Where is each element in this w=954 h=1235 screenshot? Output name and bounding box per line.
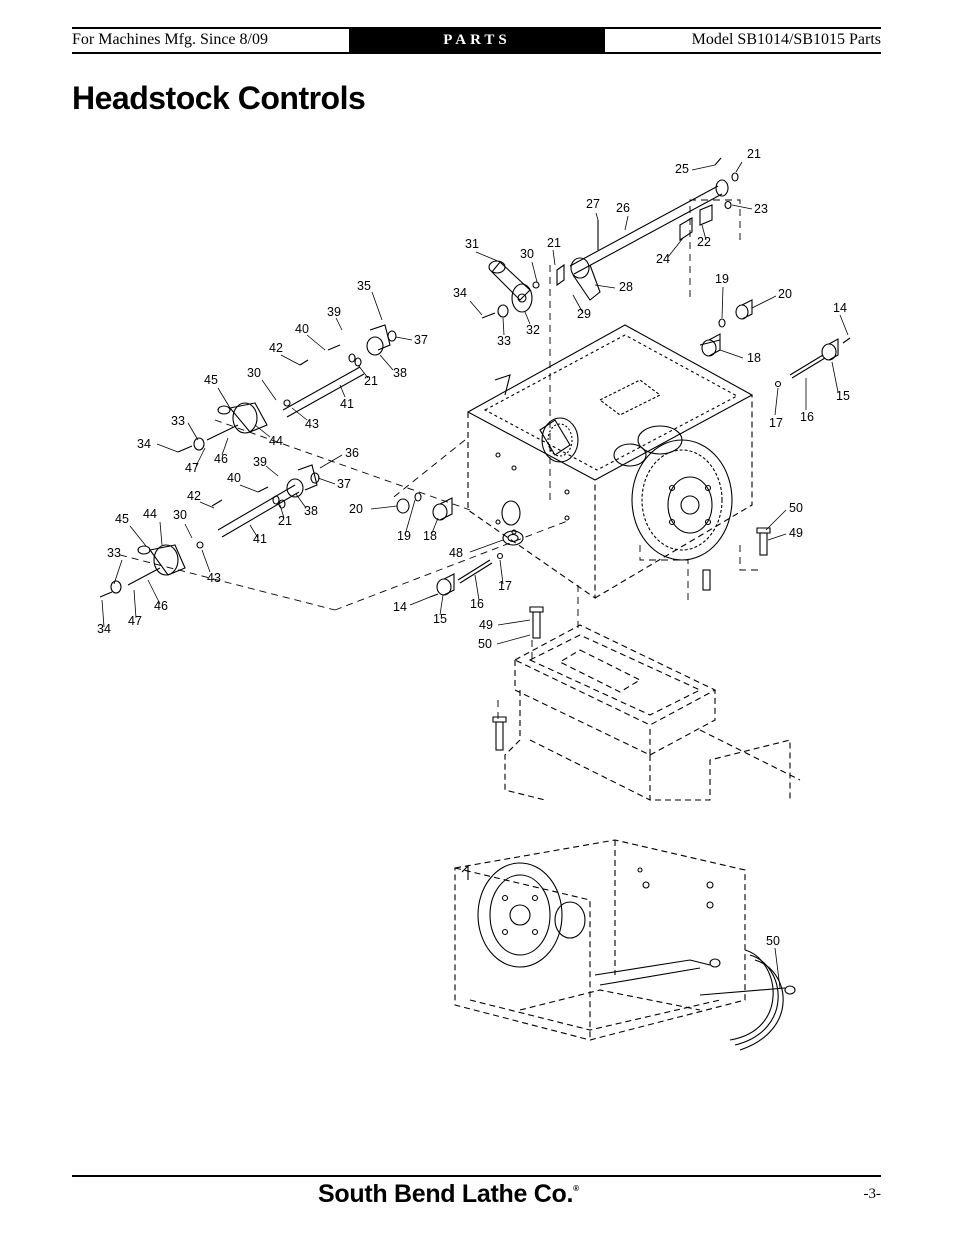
callout-22: 22 xyxy=(697,235,711,249)
callout-39a: 39 xyxy=(327,305,341,319)
callout-38a: 38 xyxy=(393,366,407,380)
callout-40a: 40 xyxy=(295,322,309,336)
callout-26: 26 xyxy=(616,201,630,215)
callout-19b: 19 xyxy=(397,529,411,543)
callout-42b: 42 xyxy=(187,489,201,503)
callout-17b: 17 xyxy=(498,579,512,593)
callout-16b: 16 xyxy=(470,597,484,611)
header-model: Model SB1014/SB1015 Parts xyxy=(691,31,881,48)
callout-42a: 42 xyxy=(269,341,283,355)
callout-labels: 21 25 23 27 26 22 31 21 30 24 19 28 34 2… xyxy=(97,147,850,948)
callout-29: 29 xyxy=(577,307,591,321)
callout-47a: 47 xyxy=(185,461,199,475)
brand-logo: South Bend Lathe Co.® xyxy=(318,1180,579,1209)
callout-14a: 14 xyxy=(833,301,847,315)
callout-32: 32 xyxy=(526,323,540,337)
callout-36: 36 xyxy=(345,446,359,460)
callout-50c: 50 xyxy=(766,934,780,948)
callout-15a: 15 xyxy=(836,389,850,403)
callout-24: 24 xyxy=(656,252,670,266)
callout-18b: 18 xyxy=(423,529,437,543)
callout-30b: 30 xyxy=(247,366,261,380)
right-bushing-assembly xyxy=(701,299,851,388)
callout-23: 23 xyxy=(754,202,768,216)
callout-44a: 44 xyxy=(269,434,283,448)
callout-34c: 34 xyxy=(97,622,111,636)
callout-21b: 21 xyxy=(547,236,561,250)
callout-35: 35 xyxy=(357,279,371,293)
callout-17a: 17 xyxy=(769,416,783,430)
callout-45b: 45 xyxy=(115,512,129,526)
registered-mark: ® xyxy=(573,1184,579,1193)
upper-shift-shaft xyxy=(556,157,739,301)
callout-21d: 21 xyxy=(278,514,292,528)
callout-28: 28 xyxy=(619,280,633,294)
center-bushing-assembly xyxy=(396,492,524,598)
callout-15b: 15 xyxy=(433,612,447,626)
inset-spindle-face xyxy=(461,862,796,1051)
header-section-label: PARTS xyxy=(349,29,605,52)
brand-name: South Bend Lathe Co. xyxy=(318,1180,574,1208)
callout-47b: 47 xyxy=(128,614,142,628)
callout-34a: 34 xyxy=(453,286,467,300)
mounting-bolts xyxy=(492,527,771,751)
callout-46a: 46 xyxy=(214,452,228,466)
upper-handle-31 xyxy=(481,260,540,319)
callout-39b: 39 xyxy=(253,455,267,469)
callout-34b: 34 xyxy=(137,437,151,451)
callout-43a: 43 xyxy=(305,417,319,431)
callout-40b: 40 xyxy=(227,471,241,485)
callout-48: 48 xyxy=(449,546,463,560)
callout-33b: 33 xyxy=(171,414,185,428)
page-header: For Machines Mfg. Since 8/09 PARTS Model… xyxy=(72,27,881,54)
callout-33c: 33 xyxy=(107,546,121,560)
callout-25: 25 xyxy=(675,162,689,176)
callout-18a: 18 xyxy=(747,351,761,365)
page-title: Headstock Controls xyxy=(72,80,366,116)
callout-37b: 37 xyxy=(337,477,351,491)
callout-50b: 50 xyxy=(478,637,492,651)
callout-20a: 20 xyxy=(778,287,792,301)
callout-49a: 49 xyxy=(789,526,803,540)
lathe-bed-casting xyxy=(504,624,801,801)
callout-31: 31 xyxy=(465,237,479,251)
callout-44b: 44 xyxy=(143,507,157,521)
callout-46b: 46 xyxy=(154,599,168,613)
left-shaft-upper xyxy=(177,324,397,453)
callout-41a: 41 xyxy=(340,397,354,411)
callout-33a: 33 xyxy=(497,334,511,348)
callout-21a: 21 xyxy=(747,147,761,161)
callout-37a: 37 xyxy=(414,333,428,347)
callout-27: 27 xyxy=(586,197,600,211)
callout-16a: 16 xyxy=(800,410,814,424)
header-machines-note: For Machines Mfg. Since 8/09 xyxy=(72,31,268,48)
callout-50a: 50 xyxy=(789,501,803,515)
callout-14b: 14 xyxy=(393,600,407,614)
callout-45a: 45 xyxy=(204,373,218,387)
headstock-housing xyxy=(466,324,754,600)
callout-41b: 41 xyxy=(253,532,267,546)
callout-20b: 20 xyxy=(349,502,363,516)
callout-30a: 30 xyxy=(520,247,534,261)
leader-lines xyxy=(101,161,849,989)
callout-30c: 30 xyxy=(173,508,187,522)
left-shaft-lower xyxy=(99,464,320,598)
callout-19a: 19 xyxy=(715,272,729,286)
callout-38b: 38 xyxy=(304,504,318,518)
callout-43b: 43 xyxy=(207,571,221,585)
assembly-guide-lines xyxy=(119,199,760,720)
inset-headstock-view xyxy=(454,839,746,1041)
page-number: -3- xyxy=(863,1186,882,1202)
callout-49b: 49 xyxy=(479,618,493,632)
footer-rule xyxy=(72,1175,881,1177)
